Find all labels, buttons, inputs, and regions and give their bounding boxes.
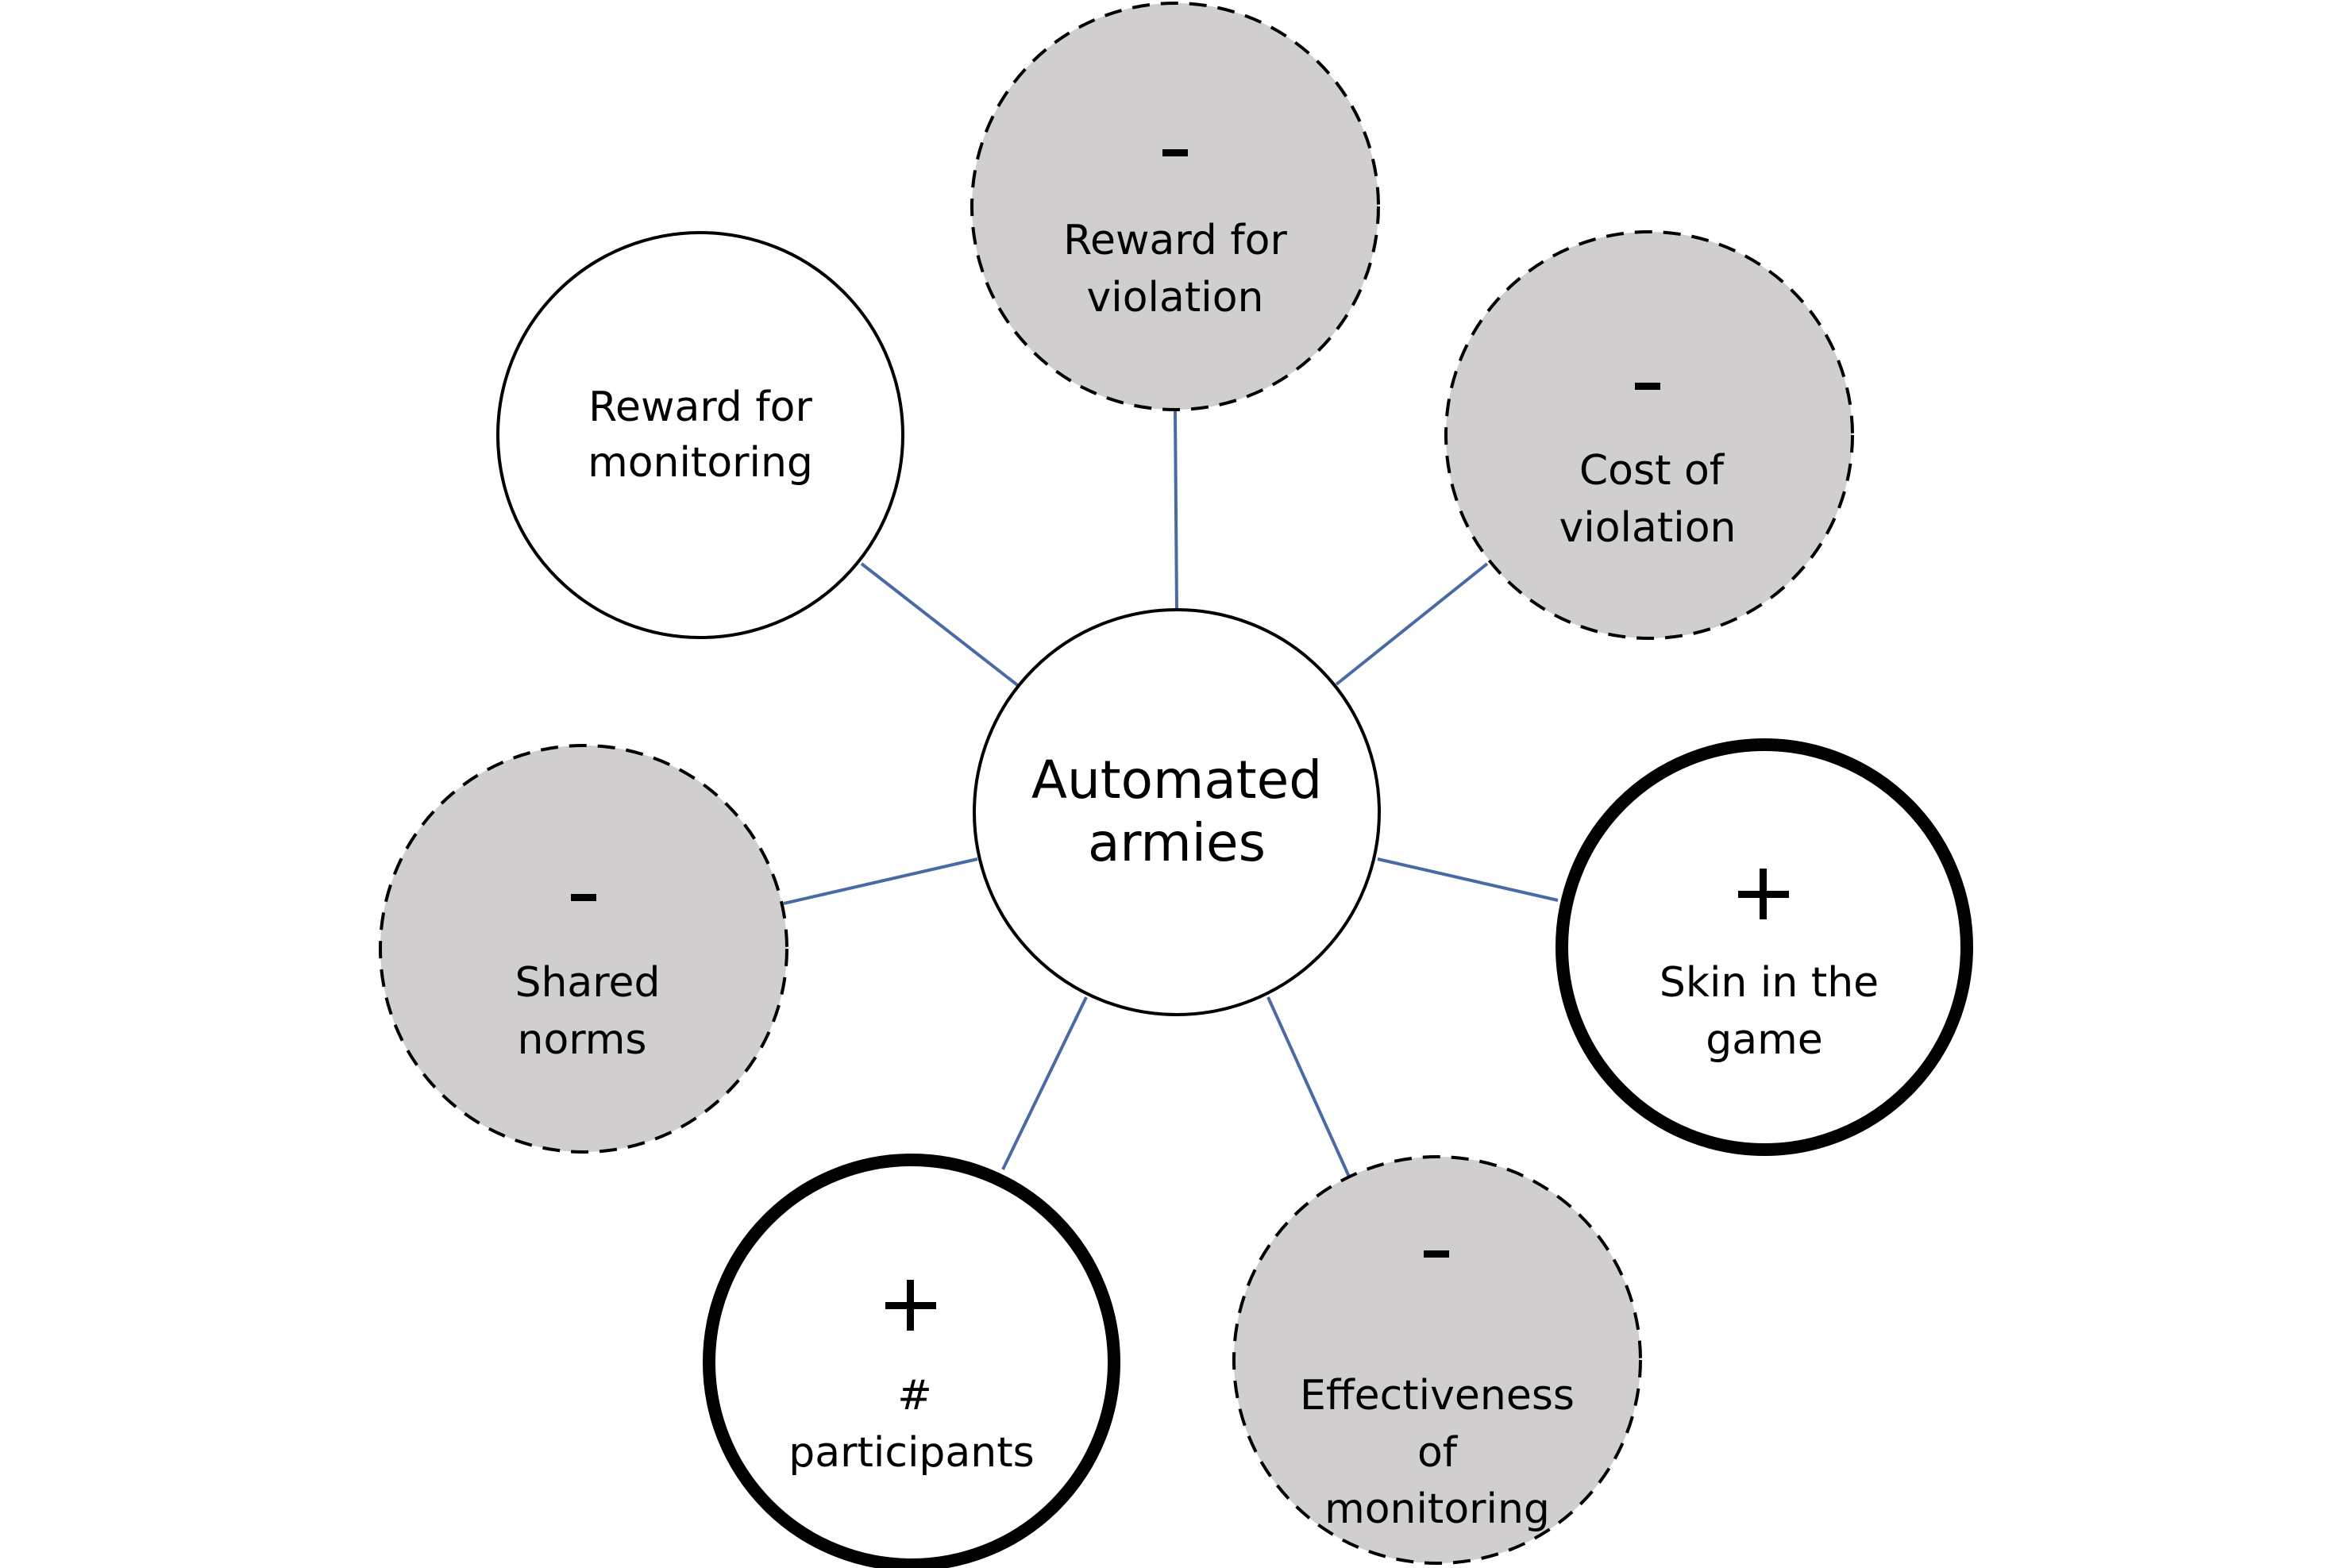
node-label-line-2: violation <box>1087 274 1264 322</box>
node-label-line-2: violation <box>1559 504 1737 552</box>
plus-icon <box>907 1280 914 1331</box>
node-cost-of-violation: Cost of violation <box>1444 230 1854 640</box>
node-circle-shared-norms <box>379 744 788 1154</box>
edge-skin-in-the-game <box>1377 857 1559 902</box>
edge-effectiveness-of-monitoring <box>1266 996 1351 1177</box>
node-label-line-1: Reward for <box>1063 217 1287 264</box>
node-label-line-2: game <box>1706 1016 1823 1064</box>
minus-icon <box>1635 383 1660 390</box>
node-reward-for-violation: Reward for violation <box>970 2 1380 411</box>
minus-icon <box>1424 1250 1449 1258</box>
node-circle-cost-of-violation <box>1444 230 1854 640</box>
node-label-line-3: monitoring <box>1324 1485 1550 1533</box>
node-skin-in-the-game: Skin in the game <box>1556 738 1973 1156</box>
node-reward-for-monitoring: Reward for monitoring <box>496 231 904 639</box>
edge-reward-for-violation <box>1174 410 1178 611</box>
minus-icon <box>571 894 596 901</box>
node-circle-skin-in-the-game <box>1556 738 1973 1156</box>
node-label-line-1: Skin in the <box>1660 959 1879 1007</box>
node-circle-effectiveness-of-monitoring <box>1232 1155 1642 1565</box>
node-circle-participants <box>703 1154 1120 1568</box>
center-label-line-1: Automated <box>1031 749 1322 811</box>
edge-reward-for-monitoring <box>860 562 1021 688</box>
node-label-line-1: Reward for <box>588 383 812 431</box>
edges-group <box>783 410 1559 1177</box>
node-shared-norms: Shared norms <box>379 744 788 1154</box>
node-effectiveness-of-monitoring: Effectiveness of monitoring <box>1232 1155 1642 1565</box>
minus-icon <box>1162 149 1188 156</box>
node-label-line-2: monitoring <box>588 439 813 487</box>
center-node: Automated armies <box>973 608 1381 1016</box>
edge-participants <box>1001 996 1088 1170</box>
center-circle <box>973 608 1381 1016</box>
node-label-line-2: participants <box>788 1429 1034 1477</box>
plus-icon <box>1760 869 1767 919</box>
center-label-line-2: armies <box>1088 812 1266 873</box>
node-label-line-1: # <box>897 1372 932 1420</box>
node-circle-reward-for-monitoring <box>496 231 904 639</box>
node-label-line-1: Cost of <box>1579 447 1725 495</box>
node-label-line-1: Effectiveness <box>1300 1372 1575 1420</box>
node-circle-reward-for-violation <box>970 2 1380 411</box>
node-label-line-1: Shared <box>515 959 660 1007</box>
node-label-line-2: norms <box>518 1016 647 1064</box>
edge-shared-norms <box>783 857 978 905</box>
edge-cost-of-violation <box>1335 562 1489 686</box>
node-participants: # participants <box>703 1154 1120 1568</box>
node-label-line-2: of <box>1417 1429 1459 1477</box>
